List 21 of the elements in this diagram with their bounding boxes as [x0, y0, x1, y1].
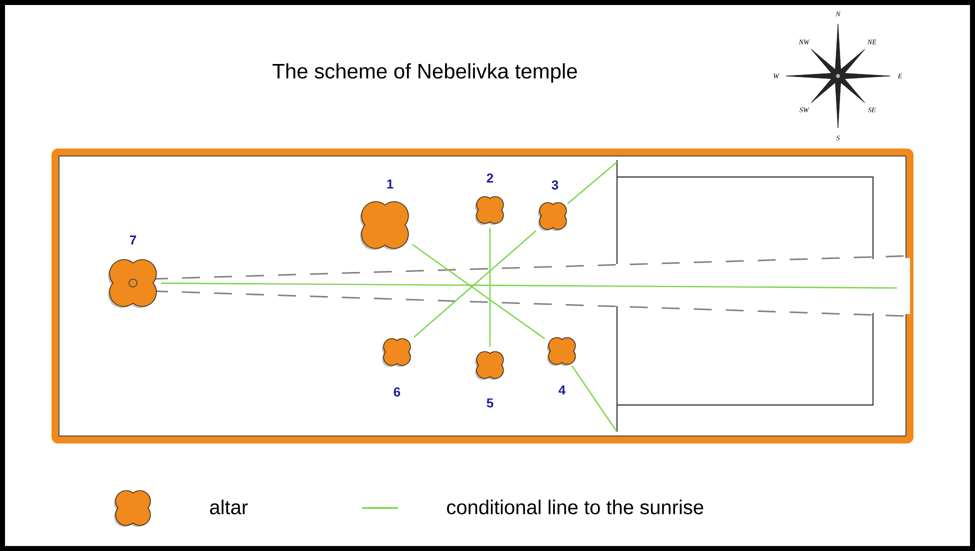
- title: The scheme of Nebelivka temple: [272, 63, 577, 83]
- altar-number: 6: [394, 387, 400, 397]
- altar: [475, 351, 504, 380]
- sunrise-line: [412, 244, 546, 340]
- altar-number: 3: [552, 180, 558, 190]
- altar-number: 7: [130, 236, 136, 244]
- sunrise-line: [161, 282, 897, 289]
- altar-number: 2: [486, 173, 494, 183]
- sunrise-line: [489, 228, 491, 347]
- altar: [108, 259, 157, 308]
- altar-number: 4: [558, 386, 566, 394]
- altar: [547, 337, 576, 366]
- altar: [382, 338, 411, 367]
- sunrise-line: [414, 230, 536, 338]
- legend-text: altar: [210, 500, 248, 514]
- altar: [538, 202, 567, 231]
- altar-number: 5: [486, 398, 494, 408]
- altar: [360, 201, 409, 250]
- legend-text: conditional line to the sunrise: [447, 500, 704, 514]
- altar-number: 1: [387, 180, 394, 188]
- altar: [475, 196, 504, 225]
